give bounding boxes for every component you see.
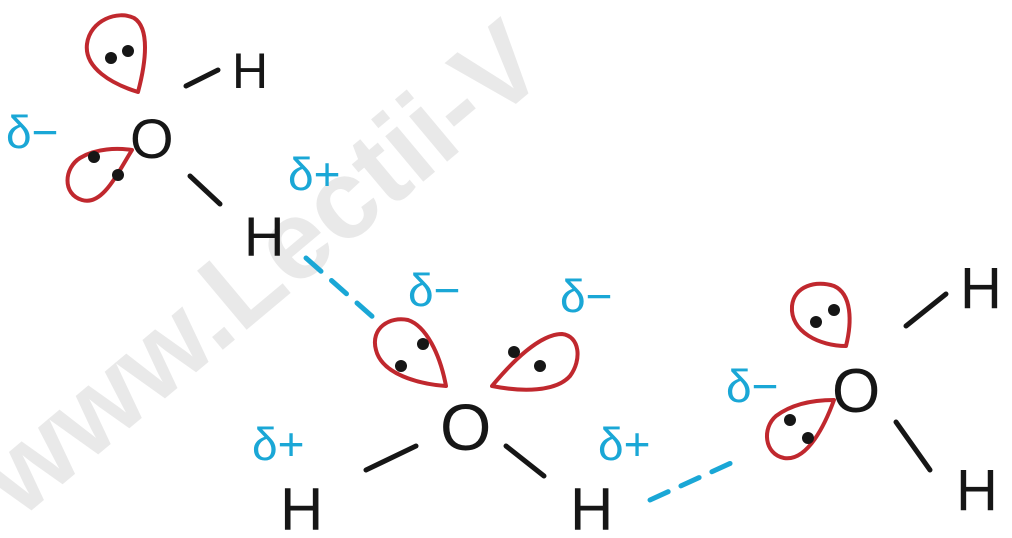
hydrogen-bond	[647, 455, 745, 503]
covalent-bond	[903, 291, 949, 329]
partial-negative-charge: δ−	[726, 360, 778, 412]
covalent-bond	[893, 419, 933, 473]
covalent-bond	[187, 173, 223, 207]
lone-pair-orbital	[84, 13, 147, 94]
lone-pair-orbital	[372, 317, 448, 388]
water-molecule-3: O H H δ−	[726, 256, 1002, 523]
covalent-bond	[503, 443, 547, 479]
hydrogen-atom: H	[232, 43, 268, 99]
partial-negative-charge: δ−	[6, 106, 58, 158]
oxygen-atom: O	[130, 107, 174, 170]
lone-pair-orbital	[65, 147, 134, 203]
covalent-bond	[183, 67, 221, 89]
hydrogen-bond	[303, 255, 377, 321]
lone-pair-orbital	[764, 398, 836, 461]
hydrogen-atom: H	[960, 256, 1002, 321]
lone-pair-orbital	[789, 281, 852, 348]
oxygen-atom: O	[832, 357, 880, 426]
partial-negative-charge: δ−	[408, 264, 460, 316]
partial-positive-charge: δ+	[288, 148, 340, 200]
covalent-bond	[363, 443, 419, 473]
hydrogen-atom: H	[570, 476, 613, 538]
hydrogen-atom: H	[956, 458, 998, 523]
partial-positive-charge: δ+	[598, 418, 650, 470]
partial-negative-charge: δ−	[560, 270, 612, 322]
hydrogen-atom: H	[280, 476, 323, 538]
oxygen-atom: O	[440, 390, 491, 464]
hydrogen-atom: H	[244, 205, 284, 268]
water-molecule-1: O H H δ− δ+	[6, 13, 340, 268]
partial-positive-charge: δ+	[252, 418, 304, 470]
lone-pair-orbital	[490, 332, 580, 392]
water-molecule-2: O H H δ− δ− δ+ δ+	[252, 264, 650, 538]
